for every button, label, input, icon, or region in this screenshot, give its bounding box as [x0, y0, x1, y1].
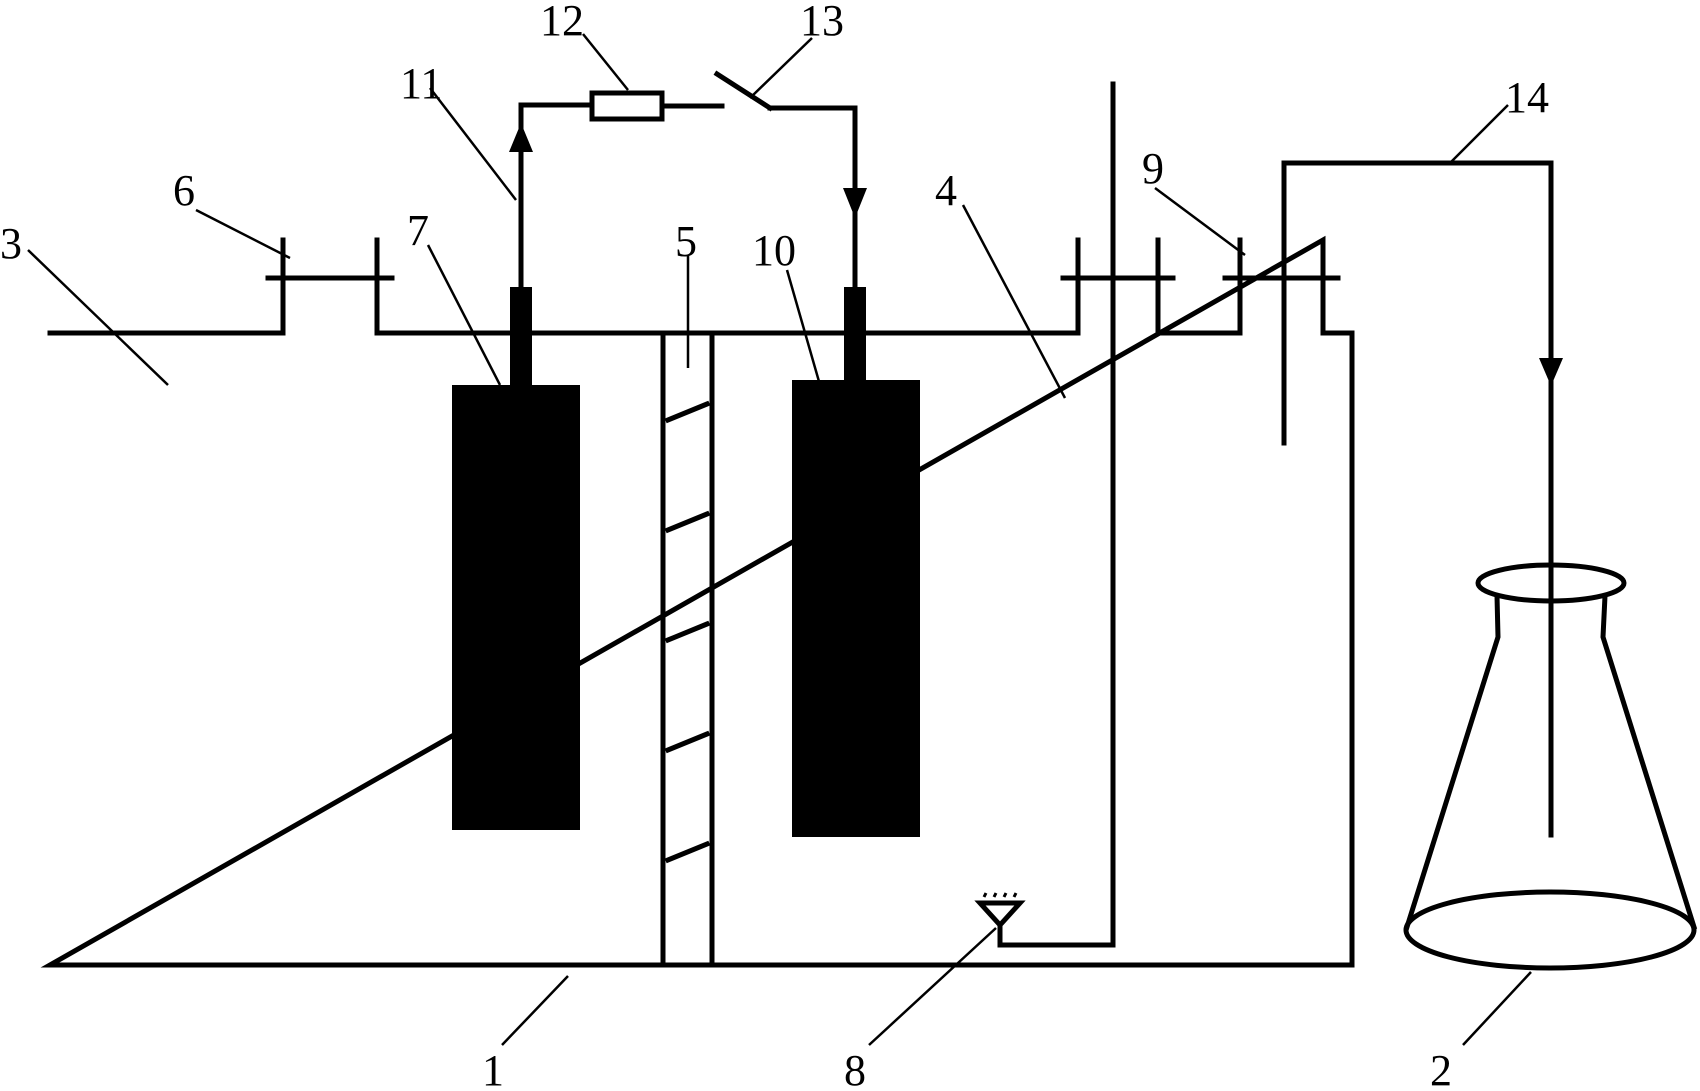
external-circuit: [509, 70, 867, 293]
label-10: 10: [752, 226, 796, 275]
label-8: 8: [844, 1046, 866, 1091]
gas-flow-arrow-icon: [1539, 358, 1563, 386]
collection-flask: [1403, 562, 1698, 971]
reactor-body: [40, 235, 1355, 968]
current-arrow-up-icon: [509, 123, 533, 152]
component-labels: 3 6 7 11 12 13 5 10 4 9 14 1 8 2: [0, 0, 1549, 1091]
label-4: 4: [935, 166, 957, 215]
resistor: [589, 90, 665, 122]
label-12: 12: [540, 0, 584, 45]
label-7: 7: [407, 206, 429, 255]
leader-lines: [27, 33, 1532, 1046]
label-11: 11: [400, 59, 442, 108]
switch: [713, 70, 774, 112]
label-2: 2: [1430, 1046, 1452, 1091]
separator-membrane: [660, 330, 715, 968]
label-6: 6: [173, 166, 195, 215]
aerator: [974, 81, 1116, 948]
cathode-electrode: [792, 380, 920, 837]
label-1: 1: [482, 1046, 504, 1091]
label-9: 9: [1142, 144, 1164, 193]
label-14: 14: [1505, 73, 1549, 122]
label-13: 13: [800, 0, 844, 45]
gas-tube: [1281, 160, 1563, 838]
label-3: 3: [0, 219, 22, 268]
label-5: 5: [675, 217, 697, 266]
anode-electrode: [452, 385, 580, 830]
current-arrow-down-icon: [843, 188, 867, 218]
anode-port: [265, 237, 395, 336]
